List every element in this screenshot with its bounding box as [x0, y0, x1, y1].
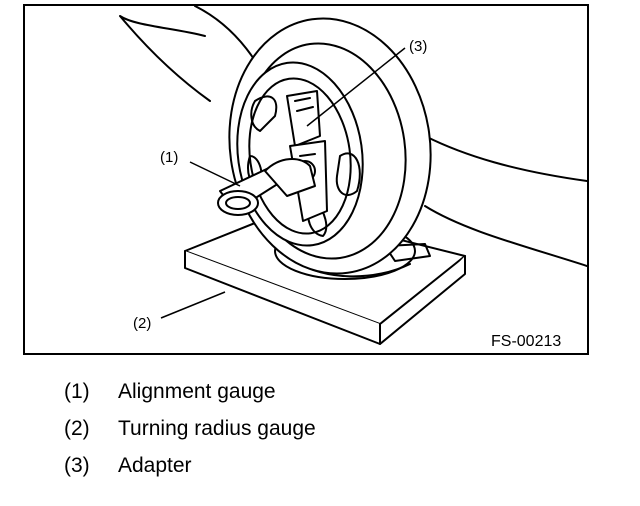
legend-label: Turning radius gauge: [118, 417, 316, 440]
legend-item: (1) Alignment gauge: [64, 380, 316, 417]
car-body-drawing: [424, 135, 587, 267]
callout-leader-2: [160, 291, 226, 319]
legend-label: Alignment gauge: [118, 380, 276, 403]
callout-label-2: (2): [133, 315, 151, 332]
wheel-alignment-illustration: (1) (2) (3) FS-00213: [119, 6, 587, 350]
legend-item: (3) Adapter: [64, 454, 316, 491]
legend-number: (2): [64, 417, 90, 440]
callout-label-1: (1): [160, 149, 178, 166]
legend-item: (2) Turning radius gauge: [64, 417, 316, 454]
figure-frame: (1) (2) (3) FS-00213: [23, 4, 589, 355]
legend-list: (1) Alignment gauge (2) Turning radius g…: [64, 380, 316, 491]
callout-label-3: (3): [409, 38, 427, 55]
adapter-drawing: [286, 90, 321, 147]
legend-number: (3): [64, 454, 90, 477]
callout-leader-1: [189, 161, 241, 187]
callout-leader-3: [306, 47, 406, 127]
legend-number: (1): [64, 380, 90, 403]
figure-code: FS-00213: [491, 333, 561, 350]
legend-label: Adapter: [118, 454, 192, 477]
